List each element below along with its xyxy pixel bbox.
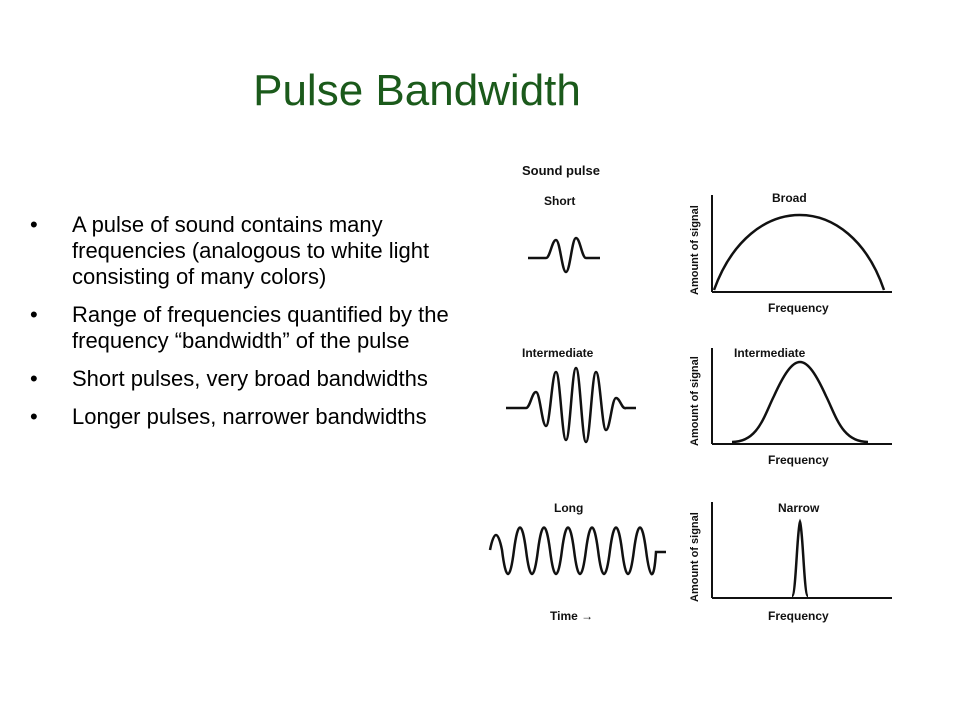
bullet-icon: •	[30, 212, 38, 237]
long-pulse-waveform	[488, 526, 666, 576]
y-axis-label-broad: Amount of signal	[689, 205, 701, 295]
bullet-item: • Range of frequencies quantified by the …	[30, 302, 460, 354]
x-axis-label-broad: Frequency	[768, 301, 829, 315]
intermediate-pulse-waveform	[506, 366, 636, 444]
x-axis-label-intermediate: Frequency	[768, 453, 829, 467]
intermediate-spectrum-curve	[731, 360, 869, 444]
pulse-label-long: Long	[554, 501, 583, 515]
spectrum-label-broad: Broad	[772, 191, 807, 205]
bullet-icon: •	[30, 404, 38, 429]
y-axis-label-narrow: Amount of signal	[689, 512, 701, 602]
spectrum-panel-broad	[711, 195, 892, 293]
bullet-icon: •	[30, 366, 38, 391]
x-axis-label-narrow: Frequency	[768, 609, 829, 623]
bullet-list: • A pulse of sound contains many frequenc…	[30, 212, 460, 442]
spectrum-label-intermediate: Intermediate	[734, 346, 806, 360]
spectrum-label-narrow: Narrow	[778, 501, 820, 515]
short-pulse-waveform	[528, 236, 600, 274]
slide-title: Pulse Bandwidth	[253, 66, 581, 115]
narrow-spectrum-curve	[790, 518, 810, 598]
bullet-item: • A pulse of sound contains many frequenc…	[30, 212, 460, 290]
bullet-text: A pulse of sound contains many frequenci…	[72, 212, 430, 289]
bullet-text: Short pulses, very broad bandwidths	[72, 366, 428, 391]
bullet-icon: •	[30, 302, 38, 327]
pulse-label-short: Short	[544, 194, 575, 208]
bullet-text: Range of frequencies quantified by the f…	[72, 302, 449, 353]
bullet-text: Longer pulses, narrower bandwidths	[72, 404, 427, 429]
broad-spectrum-curve	[712, 213, 886, 291]
y-axis-label-intermediate: Amount of signal	[689, 356, 701, 446]
time-axis-label: Time →	[550, 609, 593, 623]
spectrum-panel-intermediate	[711, 348, 892, 445]
bullet-item: • Short pulses, very broad bandwidths	[30, 366, 460, 392]
pulse-bandwidth-figure: Sound pulse Short Intermediate Long Time…	[488, 163, 892, 623]
bullet-item: • Longer pulses, narrower bandwidths	[30, 404, 460, 430]
spectrum-panel-narrow	[711, 502, 892, 599]
pulse-label-intermediate: Intermediate	[522, 346, 594, 360]
sound-pulse-label: Sound pulse	[522, 163, 600, 178]
